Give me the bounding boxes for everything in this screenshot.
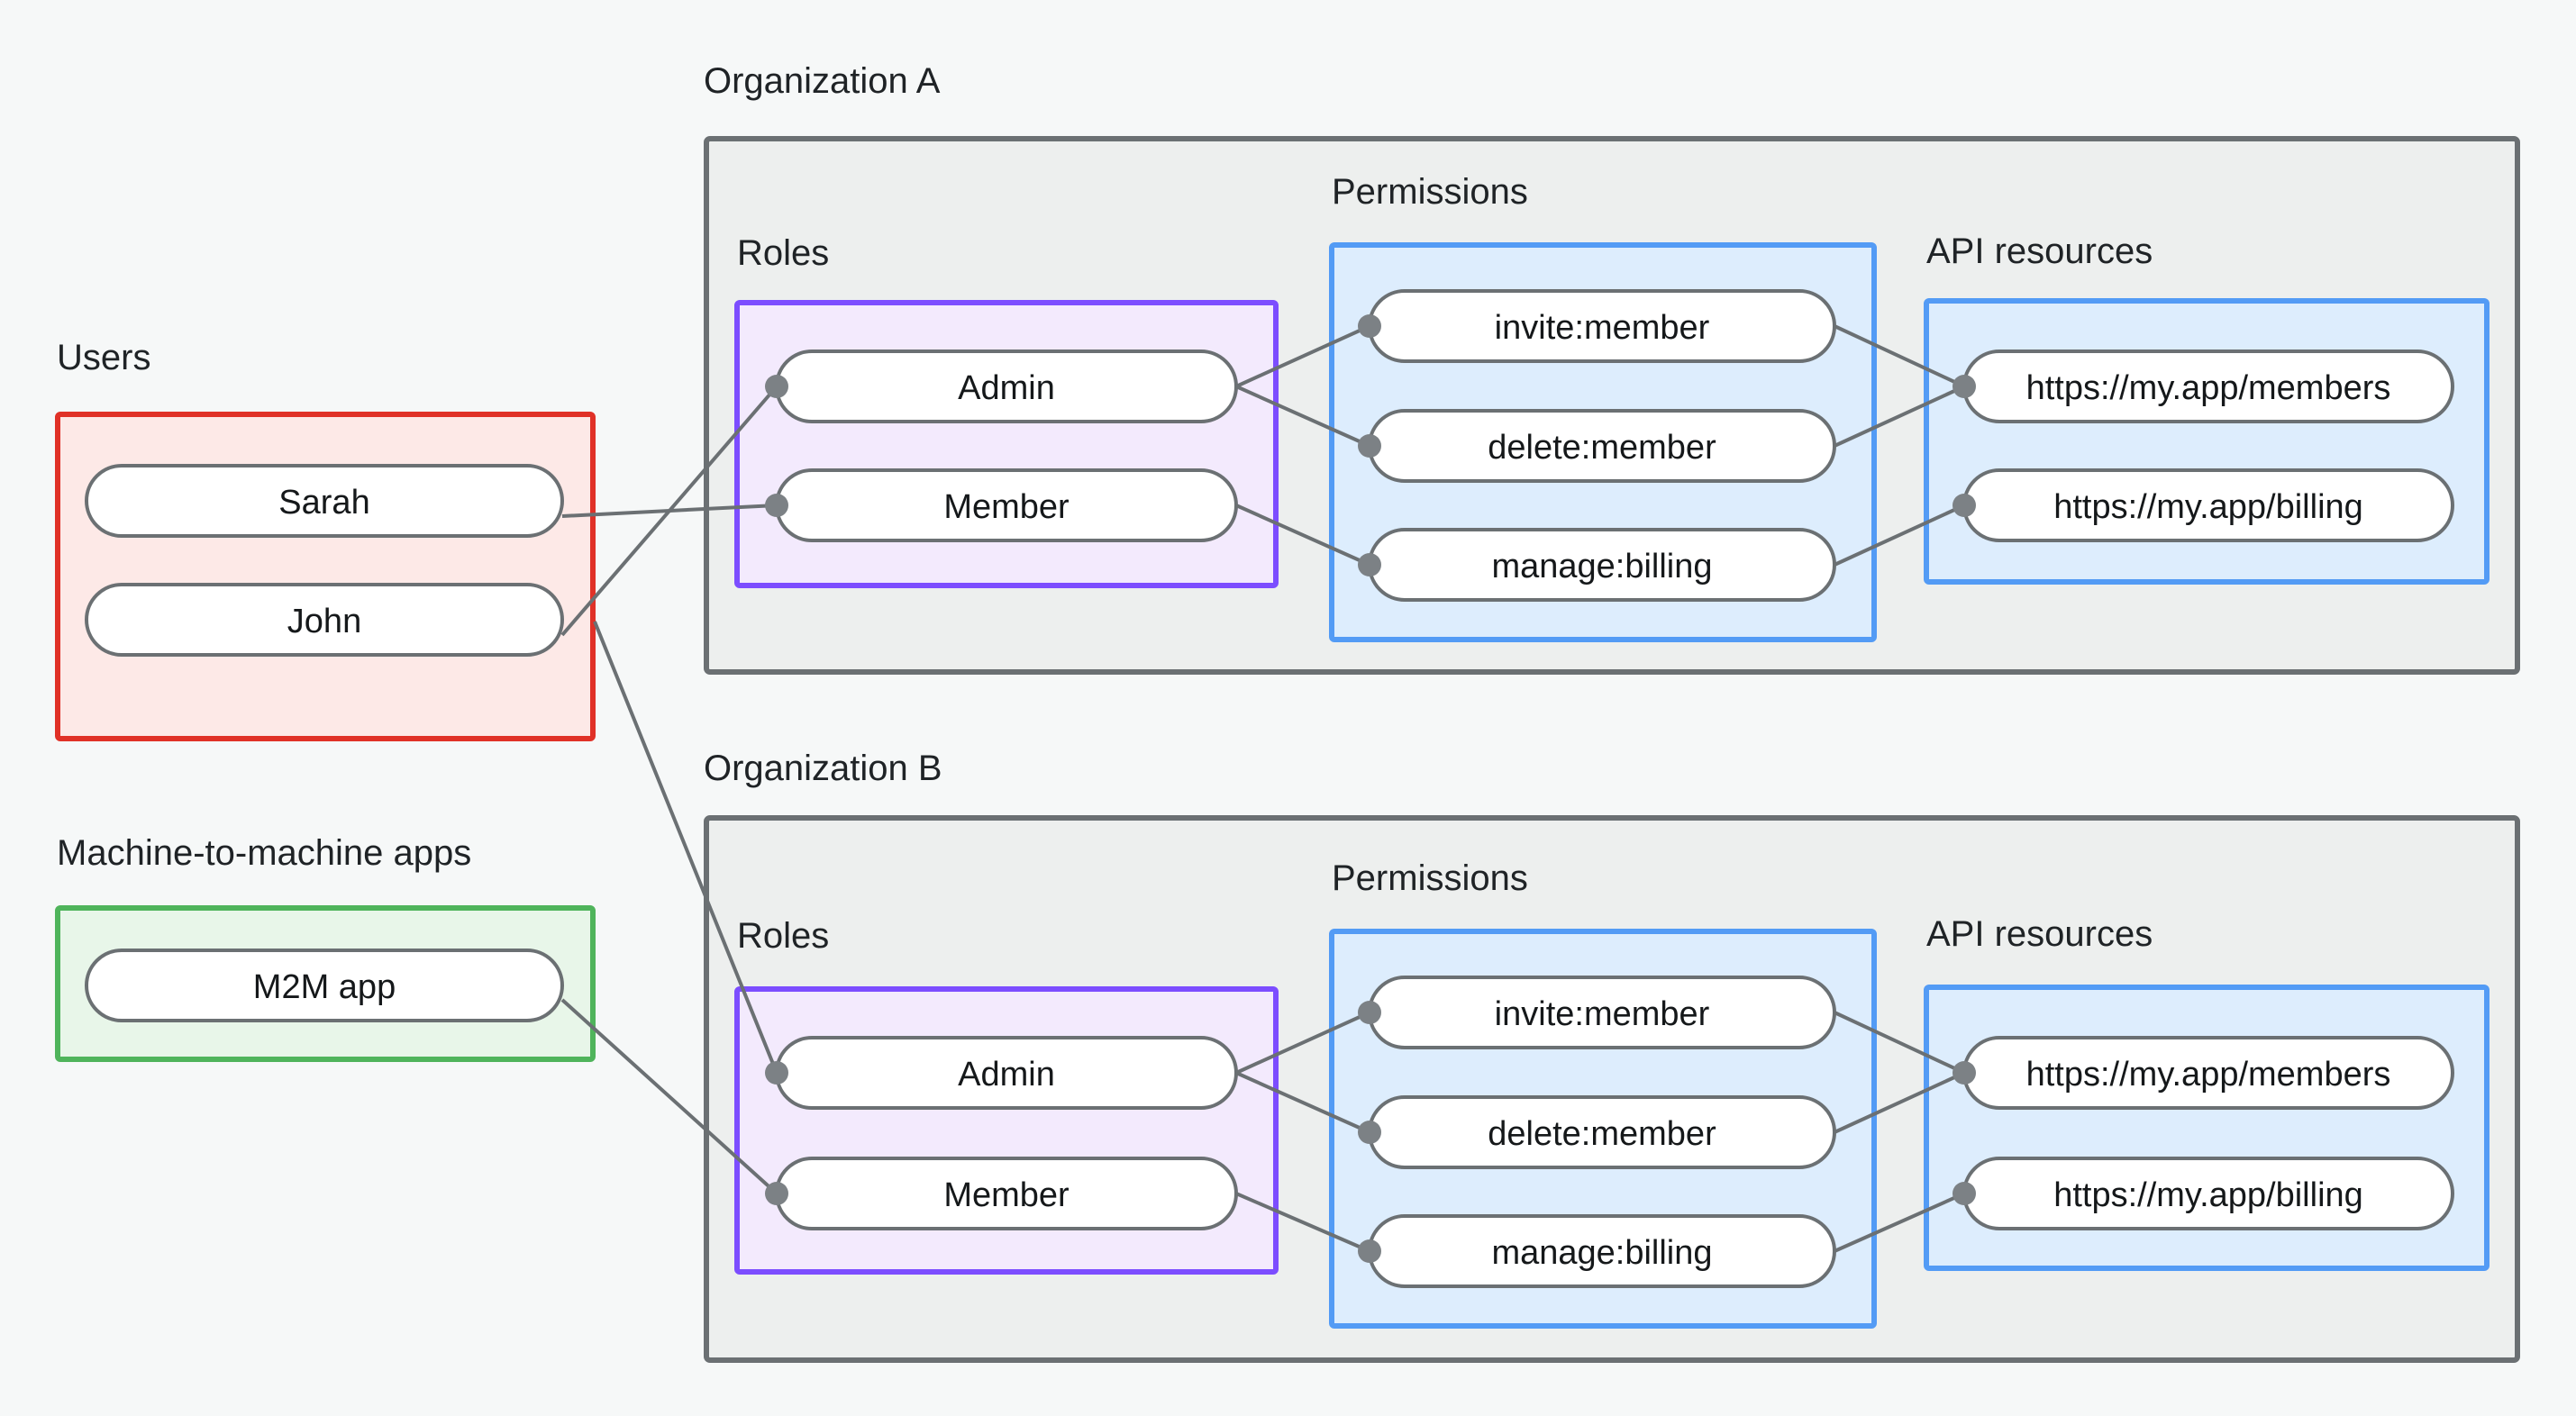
edge-orga-billing-to-billing-res [1834, 504, 1965, 567]
endpoint-orgb-admin-in [765, 1061, 788, 1085]
edge-orga-admin-to-invite [1235, 324, 1370, 388]
node-orga-manage-billing-label: manage:billing [1491, 548, 1712, 585]
node-orga-res-members-label: https://my.app/members [2026, 369, 2391, 407]
edge-orgb-billing-to-billing-res [1834, 1192, 1965, 1253]
org-a-title: Organization A [704, 61, 941, 101]
node-orgb-delete-member[interactable]: delete:member [1368, 1095, 1836, 1169]
node-orga-admin[interactable]: Admin [775, 349, 1238, 423]
edge-john-to-orgb-admin [593, 621, 778, 1074]
node-orgb-manage-billing[interactable]: manage:billing [1368, 1214, 1836, 1288]
org-a-roles-title: Roles [737, 233, 829, 273]
node-john[interactable]: John [85, 583, 564, 657]
edge-orgb-member-to-billing [1235, 1192, 1370, 1253]
org-b-title: Organization B [704, 749, 942, 788]
endpoint-orgb-billing-in [1358, 1239, 1381, 1263]
endpoint-orgb-member-in [765, 1182, 788, 1205]
node-orgb-res-billing-label: https://my.app/billing [2053, 1176, 2363, 1214]
node-orga-member-label: Member [943, 488, 1070, 526]
node-orgb-res-members-label: https://my.app/members [2026, 1056, 2391, 1094]
node-orgb-admin-label: Admin [958, 1056, 1055, 1094]
org-b-permissions-title: Permissions [1332, 858, 1528, 898]
endpoint-orgb-delete-in [1358, 1121, 1381, 1144]
node-sarah[interactable]: Sarah [85, 464, 564, 538]
node-orga-res-billing[interactable]: https://my.app/billing [1962, 468, 2454, 542]
node-m2m-app-label: M2M app [253, 968, 396, 1006]
edge-orgb-admin-to-delete [1235, 1071, 1370, 1134]
edge-orgb-invite-to-members [1834, 1011, 1965, 1075]
node-orgb-invite-member-label: invite:member [1495, 995, 1710, 1033]
node-orga-member[interactable]: Member [775, 468, 1238, 542]
org-a-roles-band [734, 300, 1279, 588]
endpoint-layer [765, 314, 1976, 1263]
endpoint-orga-delete-in [1358, 434, 1381, 458]
edge-orga-admin-to-delete [1235, 385, 1370, 448]
endpoint-orga-member-in [765, 494, 788, 517]
node-orgb-manage-billing-label: manage:billing [1491, 1234, 1712, 1272]
edge-layer [560, 324, 1965, 1253]
node-orga-invite-member-label: invite:member [1495, 309, 1710, 347]
node-orga-admin-label: Admin [958, 369, 1055, 407]
edge-orga-invite-to-members [1834, 324, 1965, 388]
edge-orgb-delete-to-members [1834, 1071, 1965, 1134]
org-b-api-title: API resources [1926, 914, 2153, 954]
m2m-group-title: Machine-to-machine apps [57, 833, 471, 873]
node-orgb-member-label: Member [943, 1176, 1070, 1214]
endpoint-orga-billing-in [1358, 553, 1381, 576]
node-john-label: John [287, 603, 361, 640]
node-orgb-invite-member[interactable]: invite:member [1368, 976, 1836, 1049]
edge-john-to-orga-admin [560, 385, 778, 637]
users-band [55, 412, 596, 741]
org-a-permissions-title: Permissions [1332, 172, 1528, 212]
node-m2m-app[interactable]: M2M app [85, 949, 564, 1022]
node-orga-manage-billing[interactable]: manage:billing [1368, 528, 1836, 602]
node-orgb-res-members[interactable]: https://my.app/members [1962, 1036, 2454, 1110]
org-a-api-title: API resources [1926, 231, 2153, 271]
node-orga-delete-member-label: delete:member [1488, 429, 1716, 467]
edge-m2m-to-orgb-member [560, 998, 778, 1195]
endpoint-orga-res-members-in [1952, 375, 1976, 398]
node-orgb-member[interactable]: Member [775, 1157, 1238, 1230]
org-b-roles-title: Roles [737, 916, 829, 956]
edge-orga-member-to-billing [1235, 504, 1370, 567]
node-orga-res-billing-label: https://my.app/billing [2053, 488, 2363, 526]
endpoint-orga-invite-in [1358, 314, 1381, 338]
endpoint-orgb-invite-in [1358, 1001, 1381, 1024]
users-group-title: Users [57, 338, 150, 377]
endpoint-orgb-res-members-in [1952, 1061, 1976, 1085]
node-orga-res-members[interactable]: https://my.app/members [1962, 349, 2454, 423]
node-sarah-label: Sarah [278, 484, 369, 522]
endpoint-orgb-res-billing-in [1952, 1182, 1976, 1205]
node-orga-invite-member[interactable]: invite:member [1368, 289, 1836, 363]
node-orgb-admin[interactable]: Admin [775, 1036, 1238, 1110]
node-orga-delete-member[interactable]: delete:member [1368, 409, 1836, 483]
endpoint-orga-res-billing-in [1952, 494, 1976, 517]
node-orgb-res-billing[interactable]: https://my.app/billing [1962, 1157, 2454, 1230]
node-orgb-delete-member-label: delete:member [1488, 1115, 1716, 1153]
endpoint-orga-admin-in [765, 375, 788, 398]
edge-orgb-admin-to-invite [1235, 1011, 1370, 1075]
edge-orga-delete-to-members [1834, 385, 1965, 448]
